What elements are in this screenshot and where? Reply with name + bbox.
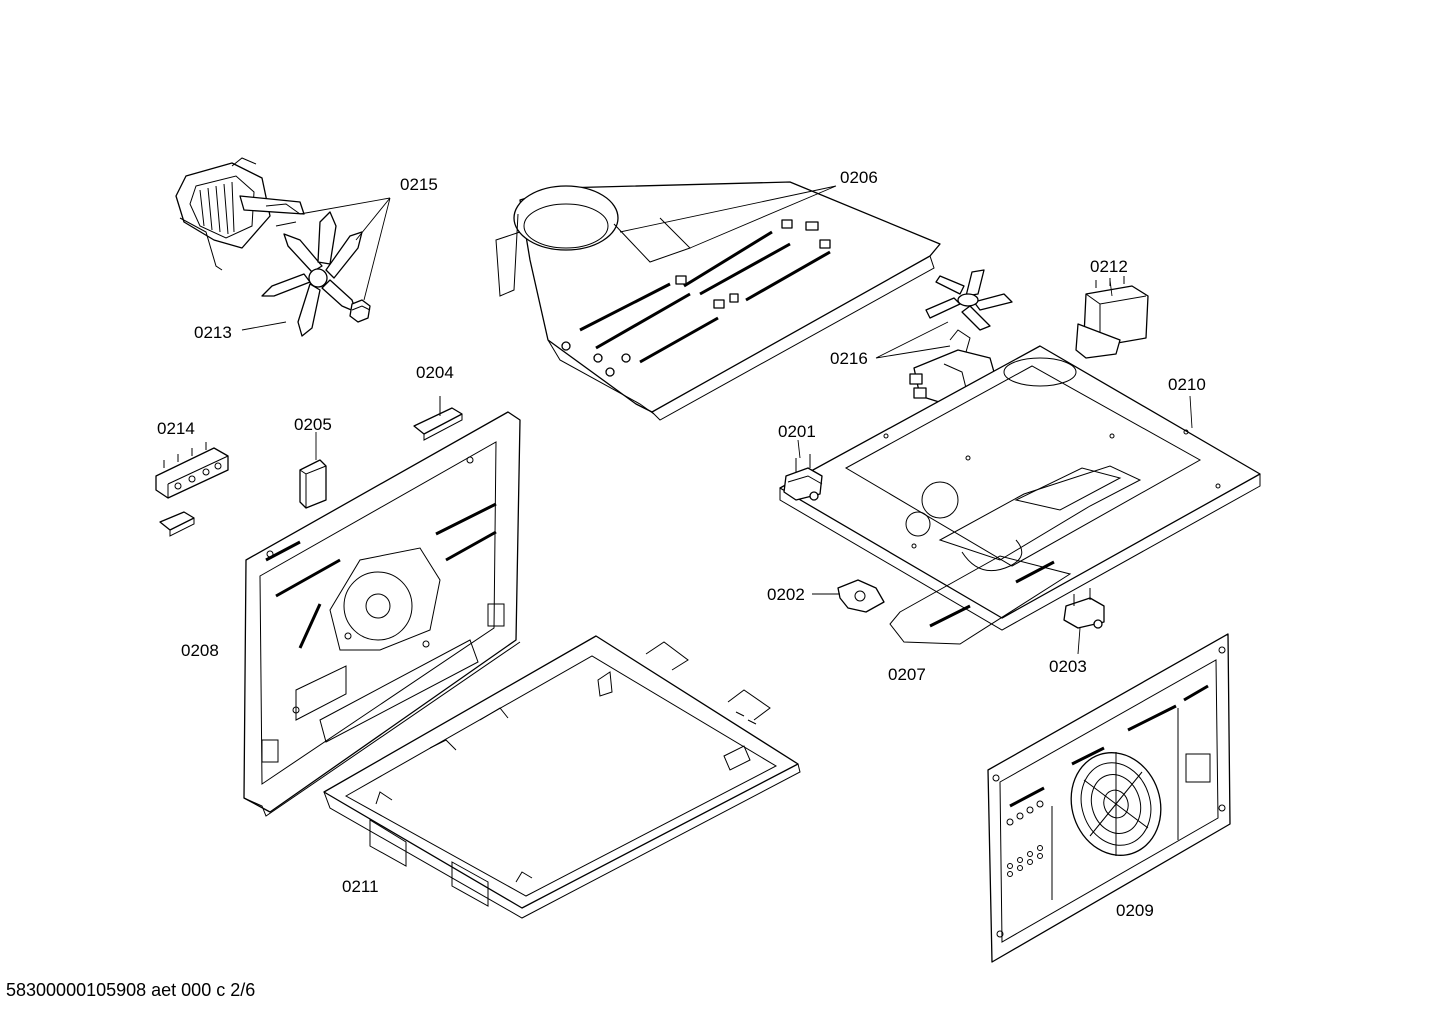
label-0209: 0209 (1116, 901, 1154, 920)
label-0210: 0210 (1168, 375, 1206, 394)
part-0211-bottom-tray (323, 635, 801, 919)
label-0215: 0215 (400, 175, 438, 194)
part-0215-nut (349, 299, 371, 323)
label-0206: 0206 (840, 168, 878, 187)
part-0213-fan-blade (261, 211, 363, 337)
part-0214-clip (159, 511, 195, 537)
part-0205-bracket (299, 459, 327, 509)
label-0211: 0211 (342, 877, 379, 896)
label-0205: 0205 (294, 415, 332, 434)
label-0203: 0203 (1049, 657, 1087, 676)
label-0212: 0212 (1090, 257, 1128, 276)
part-0201-thermostat (783, 454, 823, 501)
label-0204: 0204 (416, 363, 454, 382)
part-0214-terminal-block (155, 442, 229, 499)
label-0213: 0213 (194, 323, 232, 342)
label-0214: 0214 (157, 419, 195, 438)
document-reference: 58300000105908 aet 000 c 2/6 (6, 980, 256, 1000)
part-0210-base-plate (779, 345, 1261, 645)
label-0201: 0201 (778, 422, 816, 441)
part-0202-bracket (837, 579, 885, 613)
label-0216: 0216 (830, 349, 868, 368)
label-0208: 0208 (181, 641, 219, 660)
part-0212-transformer (1075, 276, 1149, 359)
label-0207: 0207 (888, 665, 926, 684)
part-0204-clip (413, 396, 463, 441)
label-0202: 0202 (767, 585, 805, 604)
part-0209-fan-cover (987, 633, 1231, 963)
part-0208-rear-panel (243, 411, 521, 817)
part-0203-thermostat (1063, 588, 1105, 629)
part-0206-air-duct (495, 181, 941, 421)
part-0215-fan-motor (175, 157, 305, 271)
